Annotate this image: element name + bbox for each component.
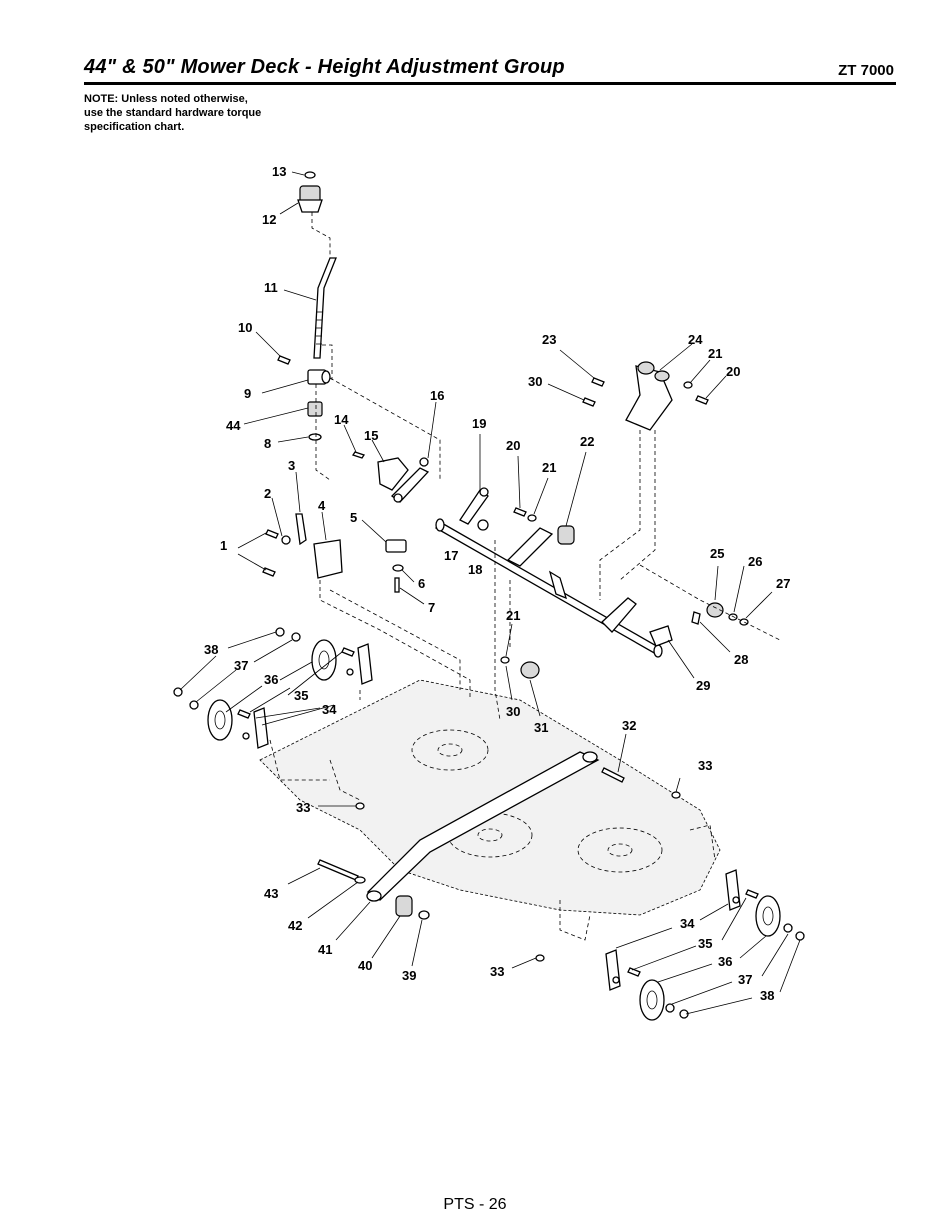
front-lift-link <box>317 751 625 920</box>
callout-23: 23 <box>542 332 556 347</box>
callout-12: 12 <box>262 212 276 227</box>
callout-1: 1 <box>220 538 227 553</box>
callout-21-upper: 21 <box>542 460 556 475</box>
callout-27: 27 <box>776 576 790 591</box>
callout-24: 24 <box>688 332 703 347</box>
callout-19: 19 <box>472 416 486 431</box>
note-line-1: NOTE: Unless noted otherwise, <box>84 93 248 105</box>
pivot-bracket <box>557 361 709 600</box>
callout-22: 22 <box>580 434 594 449</box>
note-line-3: specification chart. <box>84 121 185 133</box>
callout-20-upper: 20 <box>506 438 520 453</box>
callout-2: 2 <box>264 486 271 501</box>
callout-37-left: 37 <box>234 658 248 673</box>
callout-21-right: 21 <box>708 346 722 361</box>
leader-lines <box>179 171 801 1015</box>
callout-28: 28 <box>734 652 748 667</box>
callout-6: 6 <box>418 576 425 591</box>
callout-41: 41 <box>318 942 332 957</box>
callout-34-right: 34 <box>680 916 695 931</box>
callout-25: 25 <box>710 546 724 561</box>
adjuster-knob-assembly <box>639 564 781 647</box>
callout-16: 16 <box>430 388 444 403</box>
note-line-2: use the standard hardware torque <box>84 107 262 119</box>
page-title: 44" & 50" Mower Deck - Height Adjustment… <box>84 56 565 78</box>
locknuts <box>355 791 681 962</box>
callout-20-right: 20 <box>726 364 740 379</box>
callout-7: 7 <box>428 600 435 615</box>
callout-34-left: 34 <box>322 702 337 717</box>
callout-15: 15 <box>364 428 378 443</box>
callout-labels: 13 12 11 10 9 44 8 14 15 16 3 2 4 5 1 6 … <box>204 164 790 1003</box>
callout-21-lower: 21 <box>506 608 520 623</box>
header-rule <box>84 82 896 85</box>
callout-18: 18 <box>468 562 482 577</box>
callout-3: 3 <box>288 458 295 473</box>
callout-13: 13 <box>272 164 286 179</box>
callout-30-upper: 30 <box>528 374 542 389</box>
left-mount-assembly <box>262 513 471 700</box>
callout-32: 32 <box>622 718 636 733</box>
callout-33-bottom: 33 <box>490 964 504 979</box>
callout-31: 31 <box>534 720 548 735</box>
callout-37-right: 37 <box>738 972 752 987</box>
callout-33-right: 33 <box>698 758 712 773</box>
left-gauge-wheels <box>173 627 373 781</box>
height-adjust-lever <box>313 257 337 359</box>
callout-9: 9 <box>244 386 251 401</box>
callout-36-right: 36 <box>718 954 732 969</box>
lever-knob <box>297 171 331 258</box>
rockshaft <box>435 487 663 658</box>
callout-44: 44 <box>226 418 241 433</box>
callout-39: 39 <box>402 968 416 983</box>
callout-40: 40 <box>358 958 372 973</box>
page-number: PTS - 26 <box>443 1196 507 1213</box>
callout-43: 43 <box>264 886 278 901</box>
model-label: ZT 7000 <box>838 62 894 79</box>
callout-38-left: 38 <box>204 642 218 657</box>
callout-42: 42 <box>288 918 302 933</box>
link-bracket <box>329 377 441 503</box>
lever-pivot <box>277 344 333 481</box>
callout-8: 8 <box>264 436 271 451</box>
callout-38-right: 38 <box>760 988 774 1003</box>
callout-14: 14 <box>334 412 349 427</box>
callout-26: 26 <box>748 554 762 569</box>
callout-5: 5 <box>350 510 357 525</box>
callout-11: 11 <box>264 280 278 295</box>
callout-36-left: 36 <box>264 672 278 687</box>
callout-4: 4 <box>318 498 326 513</box>
callout-10: 10 <box>238 320 252 335</box>
torque-note: NOTE: Unless noted otherwise, use the st… <box>84 92 261 134</box>
callout-35-right: 35 <box>698 936 712 951</box>
right-gauge-wheels <box>605 869 805 1021</box>
callout-30-lower: 30 <box>506 704 520 719</box>
callout-29: 29 <box>696 678 710 693</box>
link-hardware <box>494 507 540 721</box>
callout-35-left: 35 <box>294 688 308 703</box>
callout-33-left: 33 <box>296 800 310 815</box>
callout-17: 17 <box>444 548 458 563</box>
